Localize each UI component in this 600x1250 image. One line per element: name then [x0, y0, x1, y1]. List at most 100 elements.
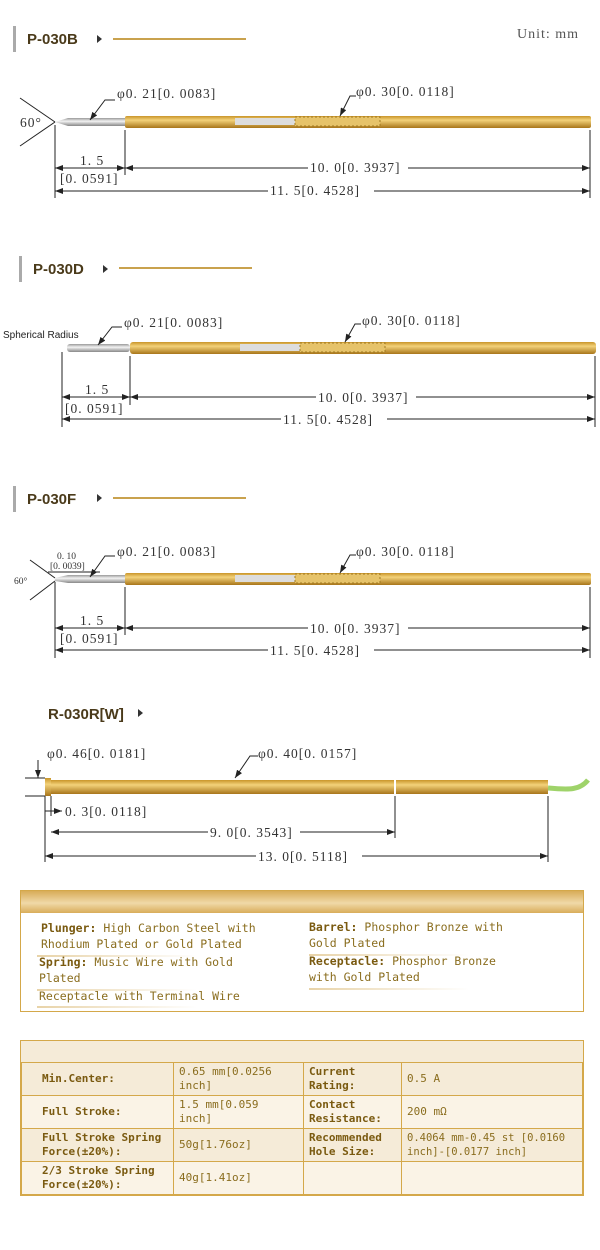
drawing-mark [208, 825, 300, 839]
dimension-label: φ0. 21[0. 0083] [117, 544, 216, 559]
table-cell: 40g[1.41oz] [173, 1161, 304, 1195]
pin-icon [13, 486, 16, 512]
text: Plated [39, 971, 81, 985]
dimension-label: 13. 0[0. 5118] [258, 849, 348, 864]
dimension-label: 1. 5 [80, 153, 104, 168]
receptacle-body [51, 780, 548, 794]
dimension-label: φ0. 30[0. 0118] [356, 544, 455, 559]
table-cell: Full Stroke: [21, 1095, 174, 1129]
terminal-wire [547, 778, 590, 792]
pin-title[interactable]: P-030B [27, 31, 78, 48]
pin-p030f: P-030F 0. 10 [0. 0039] 60° φ0. 21[0. 008… [13, 486, 591, 658]
dimension-label: 60° [14, 576, 28, 587]
dimension-label: 60° [20, 115, 42, 130]
drawing-mark [89, 99, 115, 121]
drawing-mark [89, 555, 115, 578]
drawing-mark [235, 118, 295, 125]
drawing-mark [268, 183, 374, 197]
drawing-mark [19, 97, 56, 123]
table-cell [303, 1161, 402, 1195]
drawing-mark [19, 121, 56, 147]
drawing-mark [67, 344, 130, 352]
dimension-label: φ0. 46[0. 0181] [47, 746, 146, 761]
drawing-mark [299, 342, 386, 353]
drawing-mark [29, 580, 56, 601]
drawing-mark [344, 323, 361, 343]
drawing-mark [308, 160, 408, 174]
drawing-mark [339, 554, 356, 574]
table-cell: Min.Center: [21, 1062, 174, 1096]
dimension-label: 10. 0[0. 3937] [310, 160, 401, 175]
text: High Carbon Steel with [103, 921, 256, 935]
table-cell: Current Rating: [303, 1062, 402, 1096]
arrow-right-icon[interactable] [97, 494, 102, 502]
dimension-label: 0. 3[0. 0118] [65, 804, 147, 819]
pin-p030b: P-030B 60° φ0. 21[0. 0083] φ0. 30[0. 011… [13, 26, 591, 198]
table-cell: 0.4064 mm-0.45 st [0.0160 inch]-[0.0177 … [401, 1128, 583, 1162]
pin-icon [19, 256, 22, 282]
drawing-mark [294, 573, 381, 584]
dimension-label: 11. 5[0. 4528] [270, 183, 360, 198]
table-cell: 200 mΩ [401, 1095, 583, 1129]
table-row: Full Stroke:1.5 mm[0.059 inch]Contact Re… [21, 1095, 583, 1129]
dimension-label: 10. 0[0. 3937] [310, 621, 401, 636]
dimension-label: [0. 0591] [60, 171, 119, 186]
table-row: 2/3 Stroke Spring Force(±20%):40g[1.41oz… [21, 1161, 583, 1195]
dimension-label: 1. 5 [80, 613, 104, 628]
receptacle-r030rw: R-030R[W] φ0. 46[0. 0181] φ0. 40[0. 0157… [25, 706, 590, 864]
dimension-label: Spherical Radius [3, 330, 79, 341]
table-cell: 50g[1.76oz] [173, 1128, 304, 1162]
drawing-mark [45, 778, 51, 796]
dimension-label: φ0. 40[0. 0157] [258, 746, 357, 761]
drawing-mark [97, 326, 122, 346]
table-cell: 0.5 A [401, 1062, 583, 1096]
arrow-right-icon[interactable] [138, 709, 143, 717]
dimension-label: φ0. 21[0. 0083] [117, 86, 216, 101]
material-terminal: Receptacle with Terminal Wire [39, 989, 240, 1003]
dimension-label: φ0. 30[0. 0118] [362, 313, 461, 328]
table-cell [401, 1161, 583, 1195]
table-cell: Full Stroke Spring Force(±20%): [21, 1128, 174, 1162]
drawing-mark [113, 497, 246, 499]
dimension-label: [0. 0591] [65, 401, 124, 416]
arrow-right-icon[interactable] [103, 265, 108, 273]
drawing-mark [240, 344, 300, 351]
text: Plunger: [41, 921, 97, 935]
drawing-mark [268, 643, 374, 657]
drawing-mark [294, 116, 381, 127]
drawing-mark [256, 849, 362, 863]
table-row: Min.Center:0.65 mm[0.0256 inch]Current R… [21, 1062, 583, 1096]
drawing-mark [119, 267, 252, 269]
drawing-mark [235, 575, 295, 582]
text: Rhodium Plated or Gold Plated [41, 937, 242, 951]
dimension-label: 10. 0[0. 3937] [318, 390, 409, 405]
table-cell: 0.65 mm[0.0256 inch] [173, 1062, 304, 1096]
dimension-label[interactable]: P-030F [27, 491, 76, 508]
dimension-label[interactable]: R-030R[W] [48, 706, 124, 723]
dimension-label: 9. 0[0. 3543] [210, 825, 293, 840]
arrow-right-icon[interactable] [97, 35, 102, 43]
dimension-label: 11. 5[0. 4528] [270, 643, 360, 658]
text: Barrel: [309, 920, 358, 934]
dimension-label[interactable]: P-030D [33, 261, 84, 278]
text: Spring: [39, 955, 88, 969]
table-cell: Recommended Hole Size: [303, 1128, 402, 1162]
text: Phosphor Bronze with [364, 920, 503, 934]
drawing-mark [55, 575, 125, 583]
table-cell: 2/3 Stroke Spring Force(±20%): [21, 1161, 174, 1195]
dimension-label: 1. 5 [85, 382, 109, 397]
table-row: Full Stroke Spring Force(±20%):50g[1.76o… [21, 1128, 583, 1162]
dimension-label: 0. 10 [57, 552, 76, 562]
specs-table: Min.Center:0.65 mm[0.0256 inch]Current R… [20, 1040, 584, 1196]
drawing-mark [29, 559, 56, 579]
dimension-label: φ0. 30[0. 0118] [356, 84, 455, 99]
text: Phosphor Bronze [392, 954, 496, 968]
unit-label: Unit: mm [517, 27, 580, 42]
pin-p030d: P-030D Spherical Radius φ0. 21[0. 0083] … [3, 256, 596, 427]
drawing-mark [113, 38, 246, 40]
